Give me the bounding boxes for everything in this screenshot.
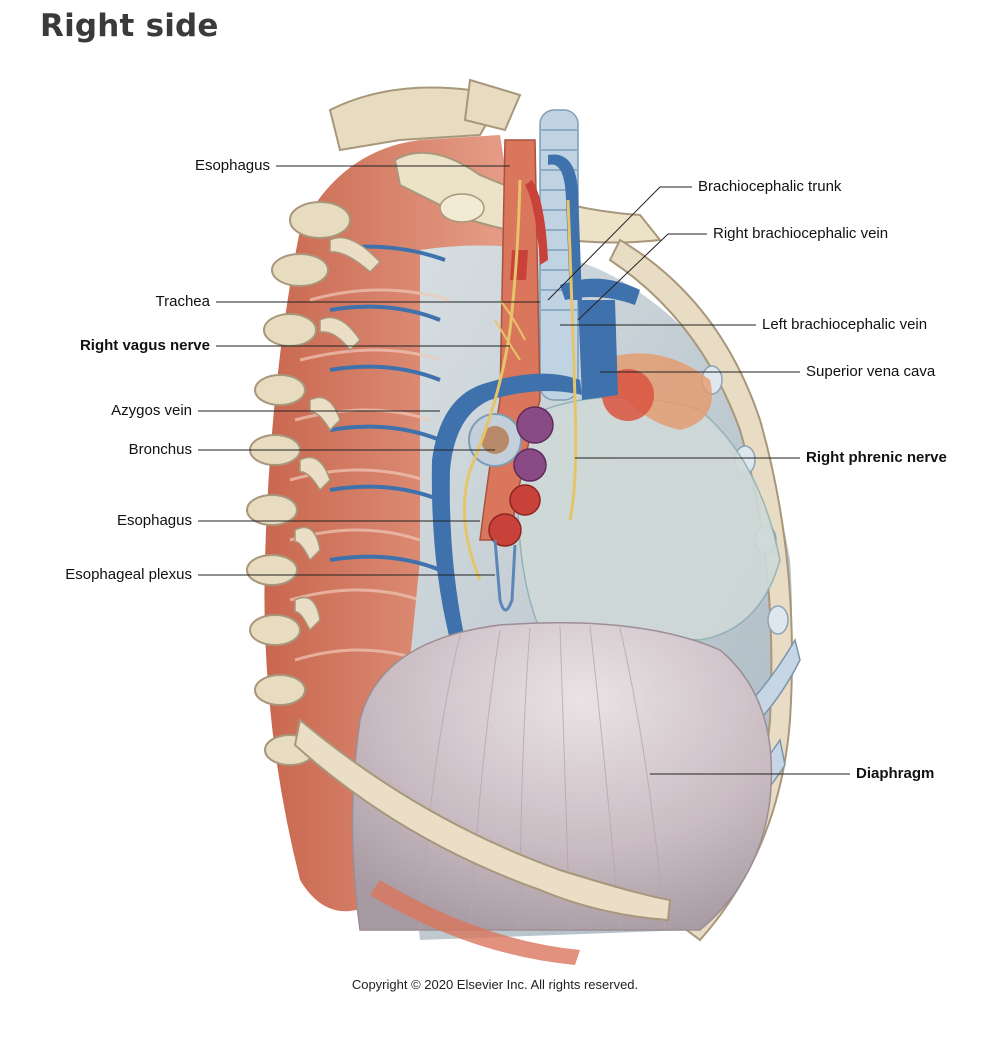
label-esophagus-mid: Esophagus <box>116 512 192 529</box>
label-superior-vena-cava: Superior vena cava <box>806 363 936 380</box>
superior-vena-cava <box>578 300 618 400</box>
label-esophagus-top: Esophagus <box>194 157 270 174</box>
label-left-brachiocephalic-vein: Left brachiocephalic vein <box>762 316 928 333</box>
label-bronchus: Bronchus <box>128 441 192 458</box>
label-esophageal-plexus: Esophageal plexus <box>65 566 192 583</box>
label-azygos-vein: Azygos vein <box>111 402 192 419</box>
brachiocephalic-trunk <box>525 180 548 265</box>
page-title: Right side <box>40 8 219 44</box>
left-brachiocephalic-vein <box>560 278 640 305</box>
vertebral-column <box>246 78 522 766</box>
label-right-phrenic-nerve: Right phrenic nerve <box>806 449 947 466</box>
esophageal-plexus <box>493 539 517 612</box>
root-of-lung <box>468 406 554 547</box>
right-brachiocephalic-vein <box>548 154 582 300</box>
right-phrenic-nerve <box>566 199 578 521</box>
label-brachiocephalic-trunk: Brachiocephalic trunk <box>698 178 842 195</box>
label-right-vagus-nerve: Right vagus nerve <box>79 337 210 354</box>
label-diaphragm: Diaphragm <box>856 765 935 782</box>
anterior-chest-wall <box>608 238 793 942</box>
label-right-brachiocephalic-vein: Right brachiocephalic vein <box>713 225 889 242</box>
label-trachea: Trachea <box>155 293 210 310</box>
azygos-vein <box>431 373 582 640</box>
copyright-notice: Copyright © 2020 Elsevier Inc. All right… <box>351 977 639 992</box>
right-vagus-nerve <box>462 179 522 581</box>
